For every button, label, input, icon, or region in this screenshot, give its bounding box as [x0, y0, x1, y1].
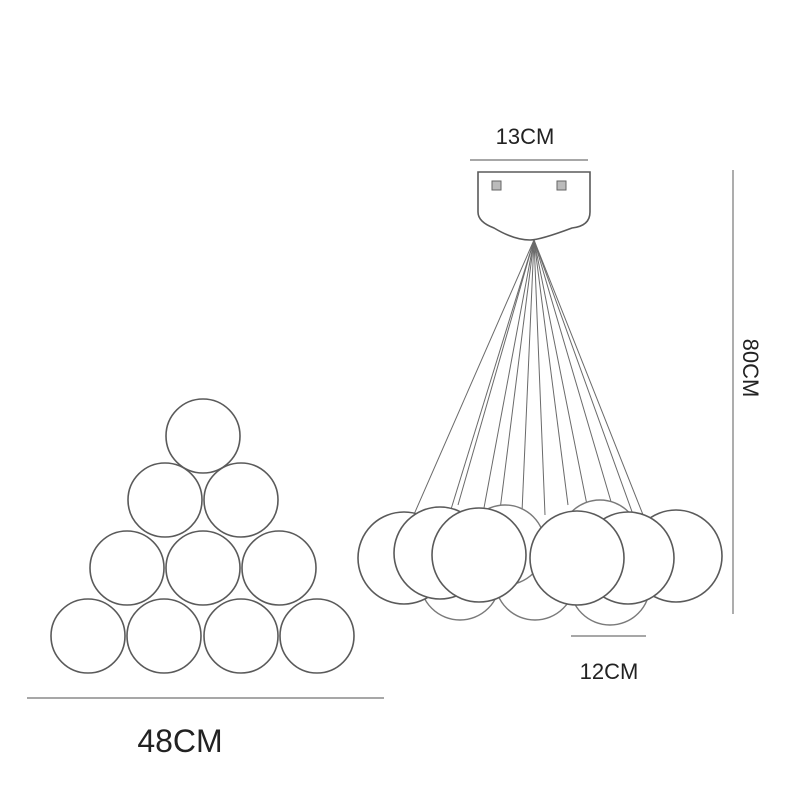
ball-pyramid-top-view	[50, 398, 355, 674]
pyramid-ball	[165, 530, 241, 606]
pyramid-ball	[127, 462, 203, 538]
suspension-wire	[533, 239, 636, 521]
suspension-wire	[499, 239, 535, 511]
suspension-wire	[533, 239, 546, 516]
cluster-ball	[529, 510, 625, 606]
pyramid-ball	[279, 598, 355, 674]
suspension-wires	[404, 239, 656, 546]
pyramid-ball	[50, 598, 126, 674]
ball-diameter-label: 12CM	[580, 659, 639, 684]
pyramid-ball	[203, 462, 279, 538]
ball-cluster-side-view	[357, 499, 723, 626]
canopy-width-label: 13CM	[496, 124, 555, 149]
suspension-wire	[533, 239, 591, 521]
suspension-wire	[533, 239, 569, 506]
pyramid-ball	[203, 598, 279, 674]
pyramid-ball	[241, 530, 317, 606]
pyramid-ball	[165, 398, 241, 474]
overall-height-label: 80CM	[738, 339, 763, 398]
suspension-wire	[457, 239, 535, 506]
overall-width-label: 48CM	[137, 723, 222, 759]
suspension-wire	[521, 239, 535, 513]
cluster-ball	[431, 507, 527, 603]
suspension-wire	[533, 239, 656, 546]
mounting-screw-left	[491, 180, 502, 191]
pyramid-ball	[89, 530, 165, 606]
suspension-wire	[404, 239, 535, 536]
pyramid-ball	[126, 598, 202, 674]
suspension-wire	[533, 239, 613, 506]
suspension-wire	[477, 239, 535, 541]
mounting-screw-right	[556, 180, 567, 191]
suspension-wire	[439, 239, 535, 546]
